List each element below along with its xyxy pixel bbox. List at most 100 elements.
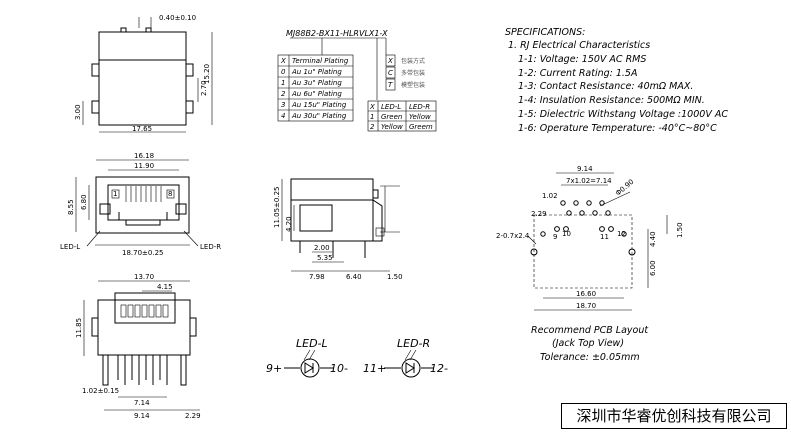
plating-row-code: 1 [281, 79, 285, 87]
led-row-code: 1 [370, 113, 374, 121]
dim-bottom-7-14: 7.14 [134, 399, 150, 407]
front-view: 1 8 16.18 11.90 8.55 6.80 18.70±0.25 LED… [60, 152, 221, 257]
dim-bottom-2-29: 2.29 [185, 412, 201, 420]
led-row-l: Green [381, 113, 402, 121]
dim-side-5-35: 5.35 [317, 254, 333, 262]
top-view: 0.40±0.10 17.65 15.20 3.00 2.70 [74, 14, 213, 133]
side-view-body [290, 178, 374, 242]
led-diode-icon [300, 358, 320, 378]
spec-section: 1. RJ Electrical Characteristics [508, 40, 650, 51]
spec-title: SPECIFICATIONS: [505, 27, 585, 38]
legend-code: T [388, 81, 393, 89]
dim-front-h1: 8.55 [67, 199, 75, 215]
pcb-caption-2: (Jack Top View) [552, 338, 624, 349]
plating-header-label: Terminal Plating [292, 57, 349, 65]
dim-bottom-height: 11.85 [75, 318, 83, 338]
front-view-body [95, 176, 190, 234]
plating-header-x: X [280, 57, 286, 65]
led-symbol-left: LED-L 9+ 10- [266, 337, 348, 378]
dim-bottom-width: 13.70 [134, 273, 154, 281]
plating-row-label: Au 3u" Plating [291, 79, 342, 87]
plating-row-label: Au 1u" Plating [291, 68, 342, 76]
plating-row-code: 2 [281, 90, 286, 98]
led-symbol-right: LED-R 11+ 12- [363, 337, 448, 378]
led-row-r: Greem [409, 123, 433, 131]
plating-row-label: Au 30u" Plating [291, 112, 347, 120]
dim-side-4-20: 4.20 [285, 216, 293, 232]
led-symbol-l-minus: 10- [330, 362, 348, 375]
spec-item: 1-5: Dielectric Withstang Voltage :1000V… [518, 109, 728, 120]
pin-label-1: 1 [113, 190, 117, 198]
dim-side-6-40: 6.40 [346, 273, 362, 281]
pcb-pin-label: 12 [617, 230, 626, 238]
pin-label-8: 8 [168, 190, 172, 198]
part-number-block: MJ88B2-BX11-HLRVLX1-X X Terminal Plating… [277, 29, 437, 132]
pcb-pin-label: 10 [562, 230, 571, 238]
code-legend: X 包装方式 C 多带包装 T 模塑包装 [385, 54, 425, 91]
pcb-dim-6-00: 6.00 [649, 260, 657, 276]
spec-item: 1-4: Insulation Resistance: 500MΩ MIN. [518, 95, 705, 106]
pcb-dim-1-50: 1.50 [676, 222, 684, 238]
pcb-dim-2-29: 2.29 [531, 210, 547, 218]
spec-item: 1-6: Operature Temperature: -40°C~80°C [518, 123, 717, 134]
led-symbol-l-plus: 9+ [266, 362, 282, 375]
side-view: 11.05±0.25 4.20 2.00 5.35 7.98 6.40 1.50 [273, 178, 403, 281]
dim-top-height: 15.20 [203, 64, 211, 84]
led-diode-icon [401, 358, 421, 378]
plating-row-label: Au 15u" Plating [291, 101, 347, 109]
legend-label: 包装方式 [401, 57, 425, 65]
led-table: X LED-L LED-R 1 Green Yellow 2 Yellow Gr… [367, 100, 437, 132]
company-name-box: 深圳市华睿优创科技有限公司 [561, 403, 787, 429]
pcb-pin-label: 11 [600, 233, 609, 241]
pcb-dim-slot: 2-0.7x2.4 [496, 232, 530, 240]
plating-table: X Terminal Plating 0 Au 1u" Plating 1 Au… [277, 54, 354, 122]
spec-item: 1-2: Current Rating: 1.5A [518, 68, 637, 79]
plating-row-code: 3 [281, 101, 285, 109]
pcb-dim-18-70: 18.70 [576, 302, 596, 310]
pcb-pin-label: 9 [553, 233, 557, 241]
plating-row-code: 4 [281, 112, 285, 120]
led-symbol-r-label: LED-R [397, 337, 430, 350]
dim-top-left: 3.00 [74, 104, 82, 120]
part-number: MJ88B2-BX11-HLRVLX1-X [286, 29, 388, 38]
dim-bottom-pin: 1.02±0.15 [82, 387, 119, 395]
bottom-view: 13.70 4.15 11.85 1.02±0.15 7.14 9.14 2.2… [75, 273, 201, 420]
pcb-dim-4-40: 4.40 [649, 231, 657, 247]
front-led-l-label: LED-L [60, 243, 80, 251]
legend-label: 多带包装 [401, 69, 425, 77]
led-row-r: Yellow [409, 113, 431, 121]
led-symbol-r-minus: 12- [430, 362, 448, 375]
led-symbol-l-label: LED-L [296, 337, 328, 350]
pcb-dim-16-60: 16.60 [576, 290, 596, 298]
pcb-caption-3: Tolerance: ±0.05mm [540, 352, 640, 363]
top-view-body [98, 31, 187, 126]
dim-bottom-4-15: 4.15 [157, 283, 173, 291]
dim-side-1-50: 1.50 [387, 273, 403, 281]
dim-side-7-98: 7.98 [309, 273, 325, 281]
pcb-dim-9-14: 9.14 [577, 165, 593, 173]
led-header-x: X [369, 103, 375, 111]
legend-label: 模塑包装 [401, 81, 425, 89]
dim-led-span: 18.70±0.25 [122, 249, 164, 257]
spec-item: 1-3: Contact Resistance: 40mΩ MAX. [518, 81, 693, 92]
led-symbol-r-plus: 11+ [363, 362, 386, 375]
pcb-caption-1: Recommend PCB Layout [531, 325, 649, 336]
dim-top-width: 17.65 [132, 125, 152, 133]
led-row-l: Yellow [381, 123, 403, 131]
legend-code: X [387, 57, 393, 65]
dim-front-h2: 6.80 [80, 194, 88, 210]
specifications: SPECIFICATIONS: 1. RJ Electrical Charact… [505, 27, 728, 134]
pcb-dim-1-02: 1.02 [542, 192, 558, 200]
dim-front-inner: 11.90 [134, 162, 154, 170]
spec-item: 1-1: Voltage: 150V AC RMS [518, 54, 646, 65]
led-row-code: 2 [370, 123, 375, 131]
pcb-dim-7x: 7x1.02=7.14 [566, 177, 612, 185]
dim-pin-width: 0.40±0.10 [159, 14, 196, 22]
dim-bottom-9-14: 9.14 [134, 412, 150, 420]
dim-front-outer: 16.18 [134, 152, 154, 160]
dim-side-height: 11.05±0.25 [273, 187, 281, 229]
plating-row-label: Au 6u" Plating [291, 90, 342, 98]
bottom-view-body [97, 299, 191, 356]
